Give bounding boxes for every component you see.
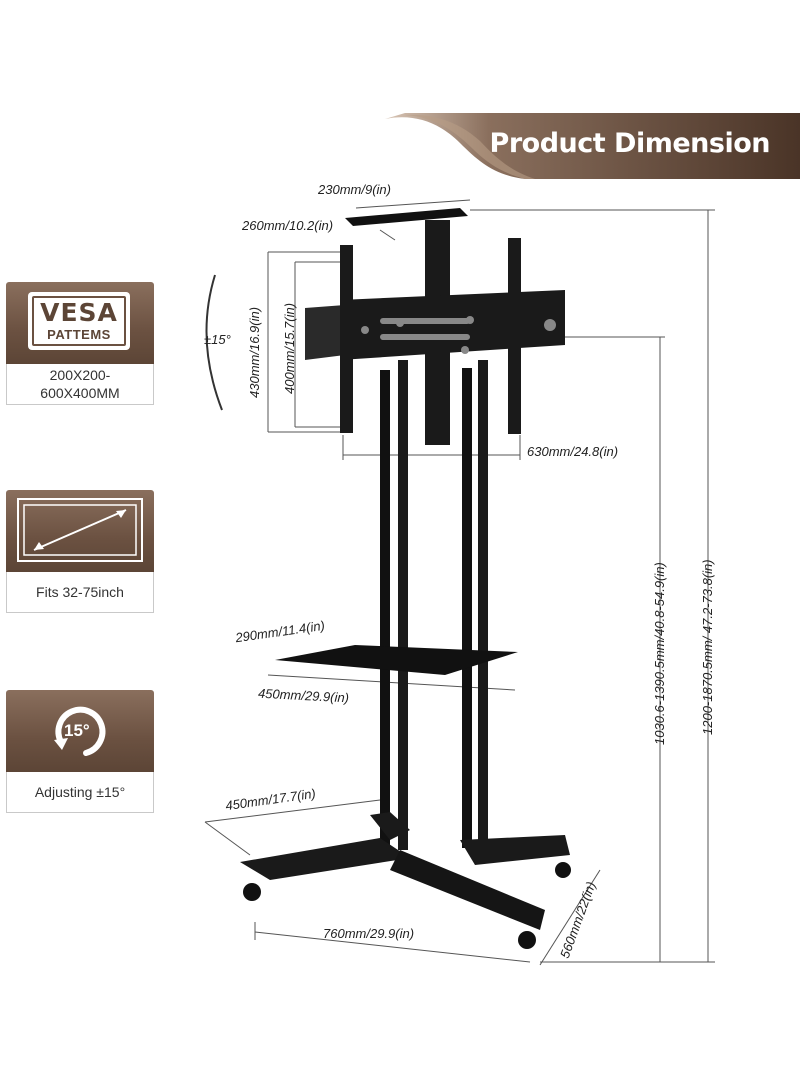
feature-vesa-caption-line1: 200X200- bbox=[49, 367, 111, 383]
banner-background bbox=[385, 113, 800, 179]
dim-bracket-height-inner: 400mm/15.7(in) bbox=[282, 302, 297, 394]
feature-vesa: VESA PATTEMS 200X200- 600X400MM bbox=[6, 282, 154, 407]
banner-title: Product Dimension bbox=[489, 128, 771, 159]
dim-total-height: 1200-1870.5mm/ 47.2-73.8(in) bbox=[700, 559, 715, 735]
feature-size-caption: Fits 32-75inch bbox=[6, 572, 154, 613]
feature-vesa-caption-line2: 600X400MM bbox=[40, 385, 120, 401]
vesa-badge-icon: VESA PATTEMS bbox=[28, 292, 130, 350]
feature-tilt: 15° Adjusting ±15° bbox=[6, 690, 154, 815]
dim-bracket-height-outer: 430mm/16.9(in) bbox=[247, 306, 262, 398]
rotate-15-icon bbox=[54, 706, 106, 756]
dim-center-height: 1030.6-1390.5mm/40.8-54.9(in) bbox=[652, 562, 667, 745]
feature-tilt-caption: Adjusting ±15° bbox=[6, 772, 154, 813]
dim-top-depth: 260mm/10.2(in) bbox=[242, 218, 334, 233]
screen-diagonal-icon bbox=[17, 498, 143, 562]
feature-size: Fits 32-75inch bbox=[6, 490, 154, 615]
vesa-badge-subtitle: PATTEMS bbox=[47, 327, 111, 342]
dim-base-width: 760mm/29.9(in) bbox=[323, 926, 415, 941]
dim-bracket-width: 630mm/24.8(in) bbox=[527, 444, 619, 459]
vesa-badge-title: VESA bbox=[40, 298, 118, 327]
dim-tilt: ±15° bbox=[204, 332, 231, 347]
dim-top-width: 230mm/9(in) bbox=[318, 182, 391, 197]
rotate-15-text: 15° bbox=[64, 721, 90, 740]
